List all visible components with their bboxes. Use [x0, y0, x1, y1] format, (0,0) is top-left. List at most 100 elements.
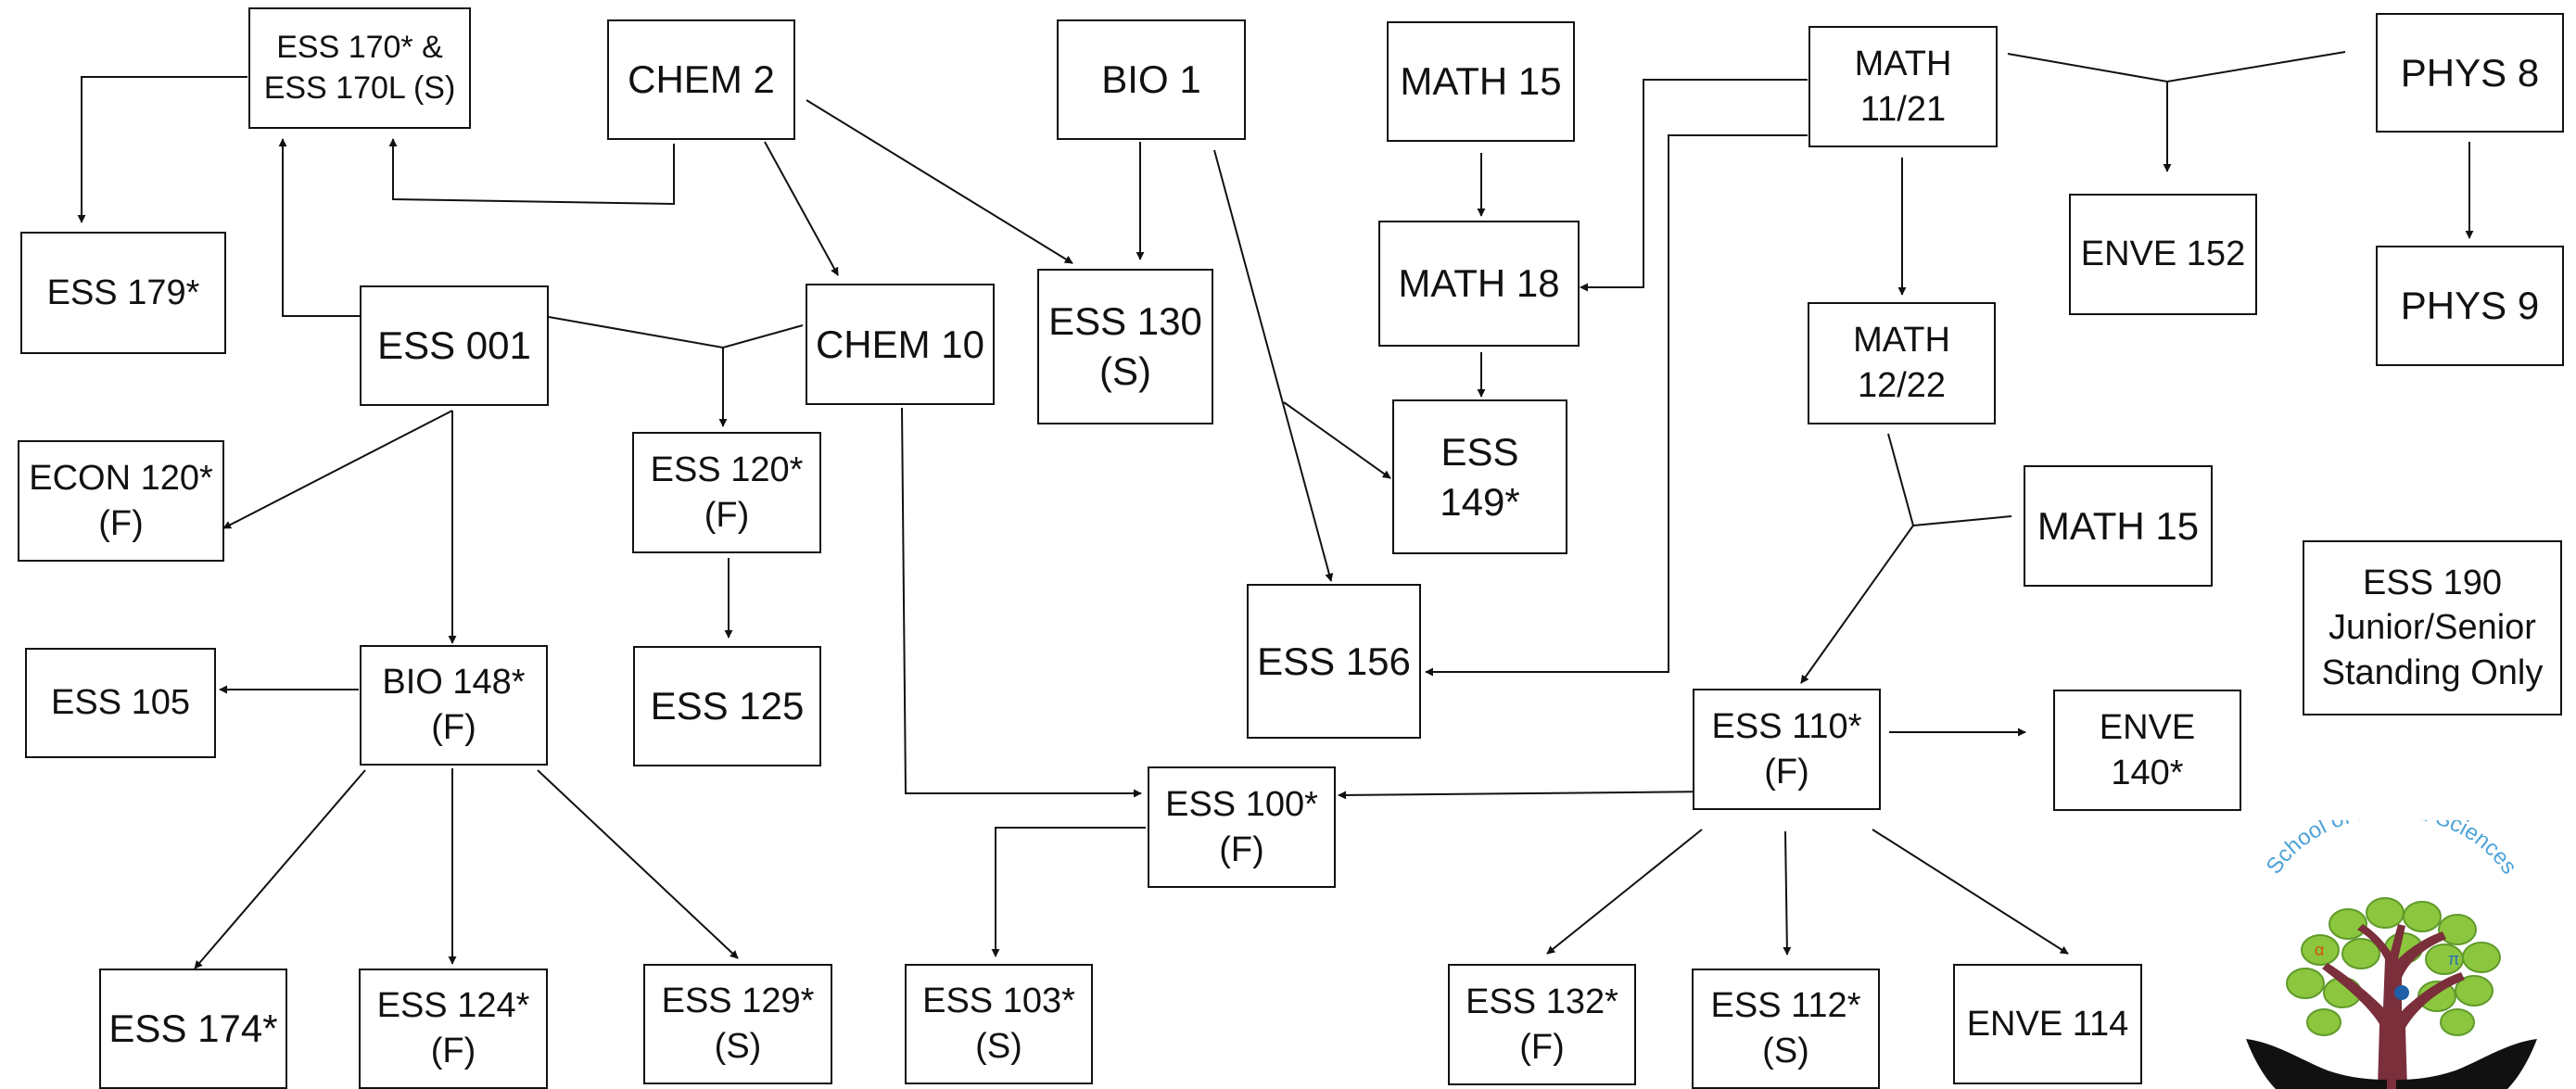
course-label-line: ENVE 114 — [1966, 1004, 2129, 1044]
course-label-line: (F) — [704, 495, 750, 535]
arrow-bio148-to-ess129 — [537, 769, 739, 959]
course-label-line: 11/21 — [1859, 89, 1947, 129]
logo-symbols: α π — [2315, 941, 2459, 1000]
course-label-line: ESS 125 — [650, 684, 805, 728]
course-label-line: ESS 179* — [46, 272, 200, 312]
logo-leaves — [2286, 897, 2501, 1036]
arrow-math1121-phys8-join — [2007, 51, 2346, 83]
svg-text:π: π — [2448, 950, 2459, 969]
course-label-line: PHYS 9 — [2400, 284, 2540, 328]
arrow-bio1-to-ess156 — [1213, 149, 1334, 582]
arrow-ess001-to-ess120-join — [548, 316, 804, 349]
arrow-join-to-ess110 — [1800, 525, 1914, 684]
course-ess132: ESS 132*(F) — [1448, 964, 1636, 1085]
course-label-line: (F) — [430, 1032, 476, 1070]
course-label-line: ESS 112* — [1710, 986, 1861, 1026]
course-label-line: ESS 170L (S) — [263, 70, 456, 106]
course-label-line: ESS 103* — [922, 981, 1075, 1021]
course-ess125: ESS 125 — [633, 646, 821, 766]
course-label-line: (S) — [1762, 1032, 1809, 1070]
course-label-line: ESS 132* — [1466, 981, 1618, 1021]
course-label-line: CHEM 10 — [815, 322, 985, 366]
course-label-line: ESS 124* — [376, 986, 530, 1026]
course-label-line: ESS 130 — [1048, 299, 1202, 344]
course-label-line: (F) — [431, 708, 476, 747]
course-ess170: ESS 170* & ESS 170L (S) — [248, 7, 471, 129]
course-label-line: CHEM 2 — [628, 57, 775, 102]
arrow-math1121-to-math18 — [1580, 79, 1808, 292]
course-label-line: (S) — [975, 1027, 1022, 1066]
logo-arc-text: School of Natural Sciences — [2262, 820, 2522, 879]
course-label-line: (F) — [1764, 752, 1809, 791]
course-label-line: MATH 15 — [1400, 59, 1562, 104]
course-ess112: ESS 112* (S) — [1692, 969, 1880, 1089]
course-label-line: MATH 18 — [1398, 261, 1560, 306]
course-label-line: ESS 170* & — [276, 29, 443, 65]
course-label-line: ESS 100* — [1165, 784, 1318, 824]
course-label-line: MATH — [1853, 321, 1950, 361]
arrow-ess170-to-ess179 — [77, 76, 247, 223]
course-label-line: 140* — [2111, 753, 2184, 792]
course-label-line: 149* — [1440, 479, 1520, 524]
course-label-line: MATH — [1854, 44, 1952, 83]
course-enve152: ENVE 152 — [2069, 194, 2257, 315]
school-of-natural-sciences-logo: School of Natural Sciences α π — [2246, 820, 2537, 1089]
arrow-ess001-to-econ120 — [222, 410, 453, 529]
course-label-line: (F) — [98, 503, 144, 543]
course-ess120: ESS 120* (F) — [632, 432, 821, 553]
course-label-line: ENVE 152 — [2080, 234, 2246, 274]
course-ess105: ESS 105 — [25, 648, 216, 758]
course-ess001: ESS 001 — [360, 285, 549, 406]
course-ess174: ESS 174* — [99, 969, 287, 1089]
course-phys8: PHYS 8 — [2376, 13, 2564, 133]
course-label-line: PHYS 8 — [2400, 50, 2540, 95]
course-label-line: ESS 001 — [377, 323, 531, 368]
course-math1121: MATH 11/21 — [1808, 26, 1998, 147]
course-ess130: ESS 130 (S) — [1037, 269, 1213, 424]
arrow-ess100-to-ess103 — [991, 827, 1146, 957]
course-label-line: ESS 105 — [51, 683, 190, 723]
course-ess149: ESS 149* — [1392, 399, 1567, 554]
course-label-line: MATH 15 — [2037, 503, 2200, 548]
course-enve114: ENVE 114 — [1953, 964, 2142, 1084]
course-chem10: CHEM 10 — [806, 284, 995, 405]
course-label-line: ENVE — [2099, 707, 2196, 747]
course-label-line: ESS 174* — [108, 1007, 278, 1051]
course-label-line: ECON 120* — [29, 458, 213, 498]
course-label-line: (S) — [1099, 349, 1151, 393]
arrow-ess110-to-ess112 — [1783, 830, 1792, 956]
course-ess129: ESS 129*(S) — [643, 964, 832, 1084]
course-label-line: Junior/Senior — [2329, 608, 2536, 648]
course-phys9: PHYS 9 — [2376, 246, 2564, 366]
course-label-line: ESS 156 — [1257, 639, 1411, 683]
course-chem2: CHEM 2 — [607, 19, 795, 140]
course-ess100: ESS 100*(F) — [1148, 766, 1336, 888]
arrow-chem2-to-ess170 — [388, 138, 675, 206]
course-bio1: BIO 1 — [1057, 19, 1246, 140]
course-label-line: ESS — [1440, 429, 1519, 474]
course-math15-right: MATH 15 — [2024, 465, 2213, 587]
arrow-chem2-to-ess130 — [806, 99, 1073, 264]
logo-trunk — [2322, 924, 2465, 1089]
course-label-line: Standing Only — [2321, 652, 2544, 692]
arrow-bio148-to-ess174 — [194, 769, 366, 969]
course-label-line: ESS 120* — [650, 450, 804, 489]
course-ess110: ESS 110*(F) — [1693, 689, 1881, 810]
arrow-chem2-to-chem10 — [764, 141, 839, 276]
course-ess124: ESS 124* (F) — [359, 969, 548, 1089]
course-label-line: ESS 129* — [661, 981, 815, 1021]
svg-text:α: α — [2315, 941, 2324, 959]
course-label-line: ESS 190 — [2363, 563, 2502, 602]
course-econ120: ECON 120* (F) — [18, 440, 224, 562]
arrow-math1222-math15-join — [1887, 433, 2012, 527]
course-ess156: ESS 156 — [1247, 584, 1421, 739]
arrow-chem10-to-ess100 — [901, 407, 1142, 798]
arrow-ess110-to-ess132 — [1546, 829, 1703, 955]
course-math18: MATH 18 — [1378, 221, 1580, 347]
course-enve140: ENVE 140* — [2053, 690, 2241, 811]
arrow-ess110-to-enve114 — [1872, 829, 2069, 955]
course-ess103: ESS 103* (S) — [905, 964, 1093, 1084]
